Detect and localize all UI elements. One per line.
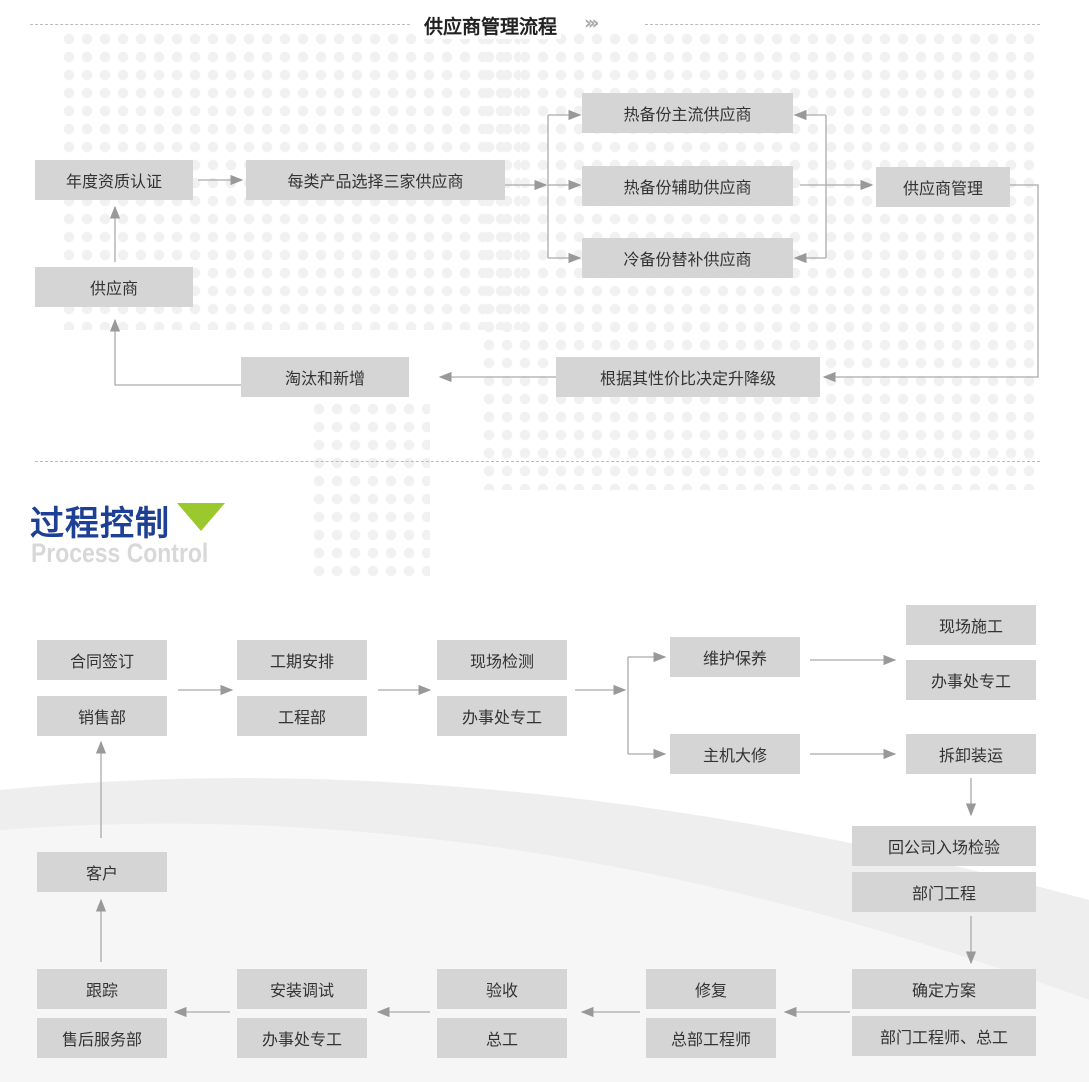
process-control-subtitle: Process Control [31,538,209,568]
box-eliminate: 淘汰和新增 [241,357,409,397]
box-contract: 合同签订 [37,640,167,680]
box-install: 安装调试 [237,969,367,1009]
box-site-work: 现场施工 [906,605,1036,645]
box-hot-aux: 热备份辅助供应商 [582,166,793,206]
triangle-down-icon [177,503,225,531]
box-customer: 客户 [37,852,167,892]
box-schedule: 工期安排 [237,640,367,680]
box-overhaul: 主机大修 [670,734,800,774]
process-control-title: 过程控制 [30,504,170,544]
box-office-eng: 办事处专工 [237,1018,367,1058]
box-office-eng: 办事处专工 [437,696,567,736]
box-after-sales: 售后服务部 [37,1018,167,1058]
divider [30,24,410,25]
box-dept-eng: 部门工程 [852,872,1036,912]
box-qualification: 年度资质认证 [35,160,193,200]
box-cold-backup: 冷备份替补供应商 [582,238,793,278]
box-return-inspect: 回公司入场检验 [852,826,1036,866]
box-maintenance: 维护保养 [670,637,800,677]
box-dismantle: 拆卸装运 [906,734,1036,774]
box-repair: 修复 [646,969,776,1009]
box-dept-engineers: 部门工程师、总工 [852,1016,1036,1056]
box-chief-eng: 总工 [437,1018,567,1058]
box-plan: 确定方案 [852,969,1036,1009]
box-site-check: 现场检测 [437,640,567,680]
divider [645,24,1040,25]
box-select-three: 每类产品选择三家供应商 [246,160,505,200]
box-management: 供应商管理 [876,167,1010,207]
box-supplier: 供应商 [35,267,193,307]
box-hq-engineer: 总部工程师 [646,1018,776,1058]
world-map-dots [310,400,430,580]
supplier-flow-title: 供应商管理流程 [420,12,562,39]
box-grade: 根据其性价比决定升降级 [556,357,820,397]
box-office-eng: 办事处专工 [906,660,1036,700]
box-acceptance: 验收 [437,969,567,1009]
divider [35,461,1040,462]
box-tracking: 跟踪 [37,969,167,1009]
box-sales: 销售部 [37,696,167,736]
box-engineering: 工程部 [237,696,367,736]
box-hot-main: 热备份主流供应商 [582,93,793,133]
chevrons-icon: ››› [584,12,599,34]
